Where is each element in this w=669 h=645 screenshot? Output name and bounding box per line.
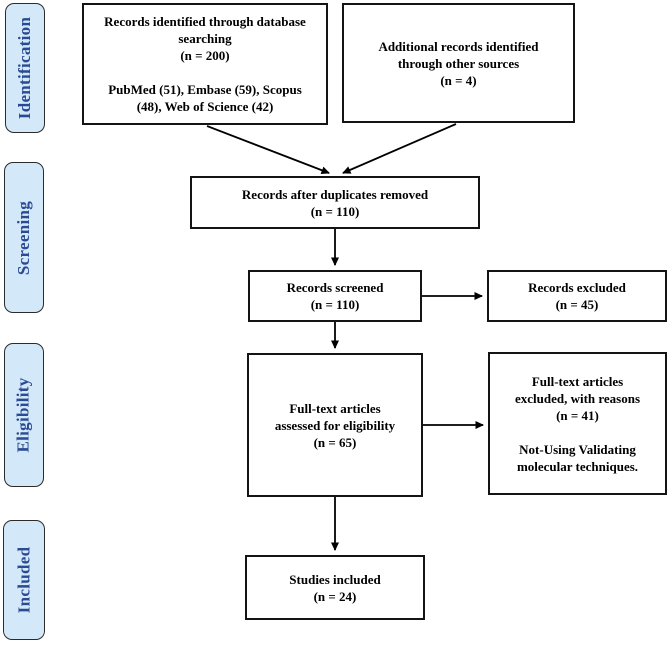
box-records-database-searching: Records identified through database sear…: [82, 3, 328, 125]
stage-identification-label: Identification: [15, 16, 34, 120]
box-studies-included-text: Studies included (n = 24): [289, 571, 381, 604]
stage-included: Included: [3, 520, 45, 640]
box-records-excluded: Records excluded (n = 45): [487, 270, 667, 322]
box-fulltext-excluded-text: Full-text articles excluded, with reason…: [514, 373, 641, 474]
box-records-screened-text: Records screened (n = 110): [286, 280, 384, 312]
box-fulltext-excluded: Full-text articles excluded, with reason…: [488, 352, 667, 495]
arrow-database-to-dedup: [206, 125, 330, 175]
stage-eligibility-label: Eligibility: [14, 377, 33, 453]
box-records-screened: Records screened (n = 110): [248, 270, 422, 322]
box-studies-included: Studies included (n = 24): [245, 555, 425, 620]
stage-screening: Screening: [4, 162, 44, 313]
box-fulltext-assessed-text: Full-text articles assessed for eligibil…: [274, 400, 396, 450]
box-duplicates-removed: Records after duplicates removed (n = 11…: [190, 176, 480, 229]
box-additional-records: Additional records identified through ot…: [342, 3, 575, 123]
stage-included-label: Included: [14, 546, 33, 614]
box-records-excluded-text: Records excluded (n = 45): [528, 280, 626, 312]
box-fulltext-assessed: Full-text articles assessed for eligibil…: [247, 353, 423, 497]
box-records-database-searching-text: Records identified through database sear…: [104, 14, 306, 114]
arrow-other-to-dedup: [342, 123, 457, 174]
stage-identification: Identification: [5, 3, 45, 133]
stage-eligibility: Eligibility: [4, 343, 44, 487]
stage-screening-label: Screening: [14, 200, 34, 275]
box-duplicates-removed-text: Records after duplicates removed (n = 11…: [241, 186, 429, 219]
box-additional-records-text: Additional records identified through ot…: [378, 38, 539, 88]
